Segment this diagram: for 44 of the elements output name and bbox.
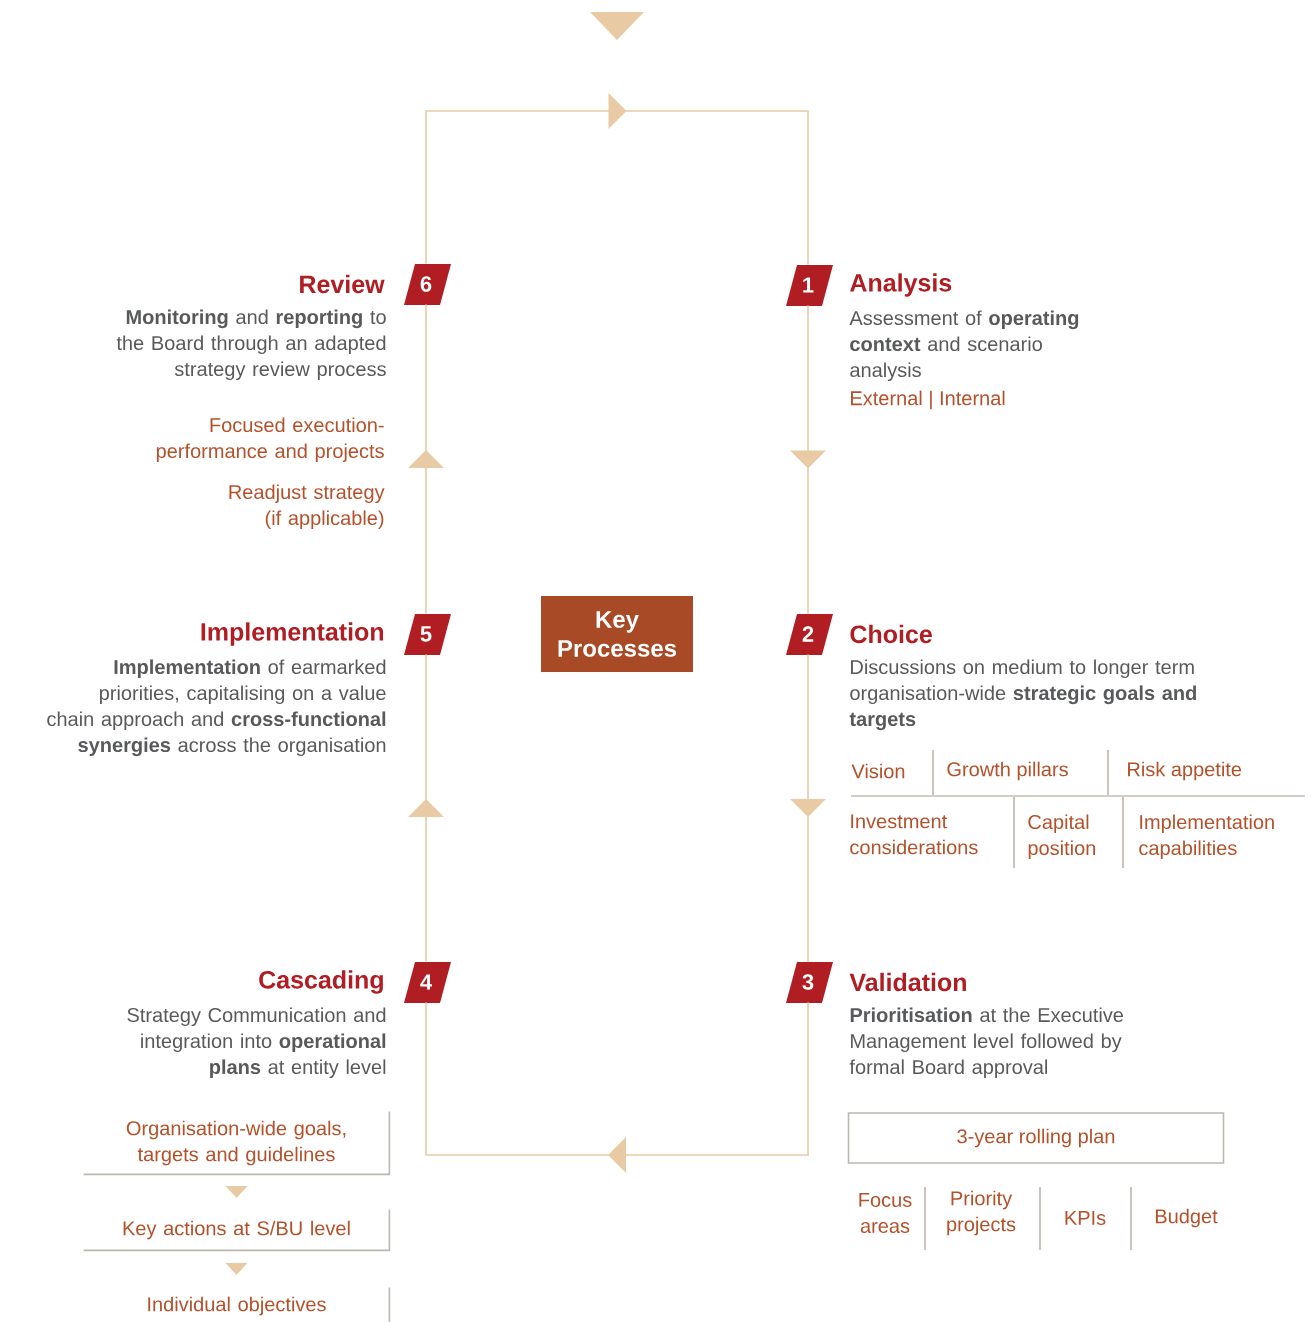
item-label: External | Internal bbox=[851, 390, 1005, 410]
item-label: Vision bbox=[851, 763, 905, 779]
item-label: Focused execution-performance and projects bbox=[156, 417, 384, 463]
item-label: Budget bbox=[1155, 1208, 1218, 1228]
connector-arrow bbox=[425, 93, 809, 266]
item-label: Growth pillars bbox=[947, 761, 1068, 781]
item-label: Priority projects bbox=[947, 1190, 1016, 1236]
step-badge: 5 bbox=[404, 614, 451, 655]
item-label: Implementation capabilities bbox=[1139, 814, 1274, 860]
level-box: Key actions at S/BU level bbox=[82, 1208, 391, 1252]
connector-arrow bbox=[425, 1001, 809, 1173]
connector-arrow bbox=[790, 304, 826, 615]
connector-arrow bbox=[408, 303, 444, 615]
step-description: Implementation of earmarked priorities, capitalising on a value chain approach and cross-functional synergies across the organisation bbox=[47, 659, 386, 757]
level-box: Organisation-wide goals, targets and guidelines bbox=[82, 1110, 391, 1176]
step-badge: 6 bbox=[404, 264, 451, 305]
connector-arrow bbox=[408, 653, 444, 963]
process-box: Key Processes bbox=[541, 596, 693, 672]
item-label: Investment considerations bbox=[850, 814, 978, 855]
step-heading: Review bbox=[300, 274, 385, 294]
connector-arrow bbox=[790, 653, 826, 963]
connector-arrow bbox=[225, 1186, 248, 1198]
step-heading: Validation bbox=[849, 972, 966, 992]
step-heading: Implementation bbox=[201, 622, 384, 646]
step-description: Prioritisation at the Executive Management level followed by formal Board approval bbox=[849, 1007, 1124, 1079]
step-description: Assessment of operating context and scenario analysis bbox=[849, 310, 1079, 382]
step-description: Monitoring and reporting to the Board through an adapted strategy review process bbox=[116, 309, 386, 381]
item-label: Risk appetite bbox=[1128, 761, 1242, 781]
step-badge: 4 bbox=[404, 962, 451, 1003]
connector-arrow bbox=[225, 1263, 248, 1275]
step-description: Strategy Communication and integration into operational plans at entity level bbox=[127, 1007, 386, 1079]
step-heading: Analysis bbox=[850, 273, 952, 297]
step-badge: 3 bbox=[786, 962, 833, 1003]
step-description: Discussions on medium to longer term organisation-wide strategic goals and targets bbox=[849, 659, 1196, 731]
step-badge: 2 bbox=[786, 614, 833, 655]
plan-box: 3-year rolling plan bbox=[847, 1112, 1225, 1164]
item-label: Capital position bbox=[1028, 814, 1095, 860]
step-badge: 1 bbox=[786, 265, 833, 306]
item-label: KPIs bbox=[1065, 1211, 1106, 1225]
level-box: Individual objectives bbox=[148, 1286, 391, 1322]
item-label: Focus areas bbox=[859, 1193, 912, 1233]
step-heading: Choice bbox=[850, 624, 932, 644]
item-label: Readjust strategy (if applicable) bbox=[229, 484, 385, 530]
step-heading: Cascading bbox=[259, 970, 383, 994]
